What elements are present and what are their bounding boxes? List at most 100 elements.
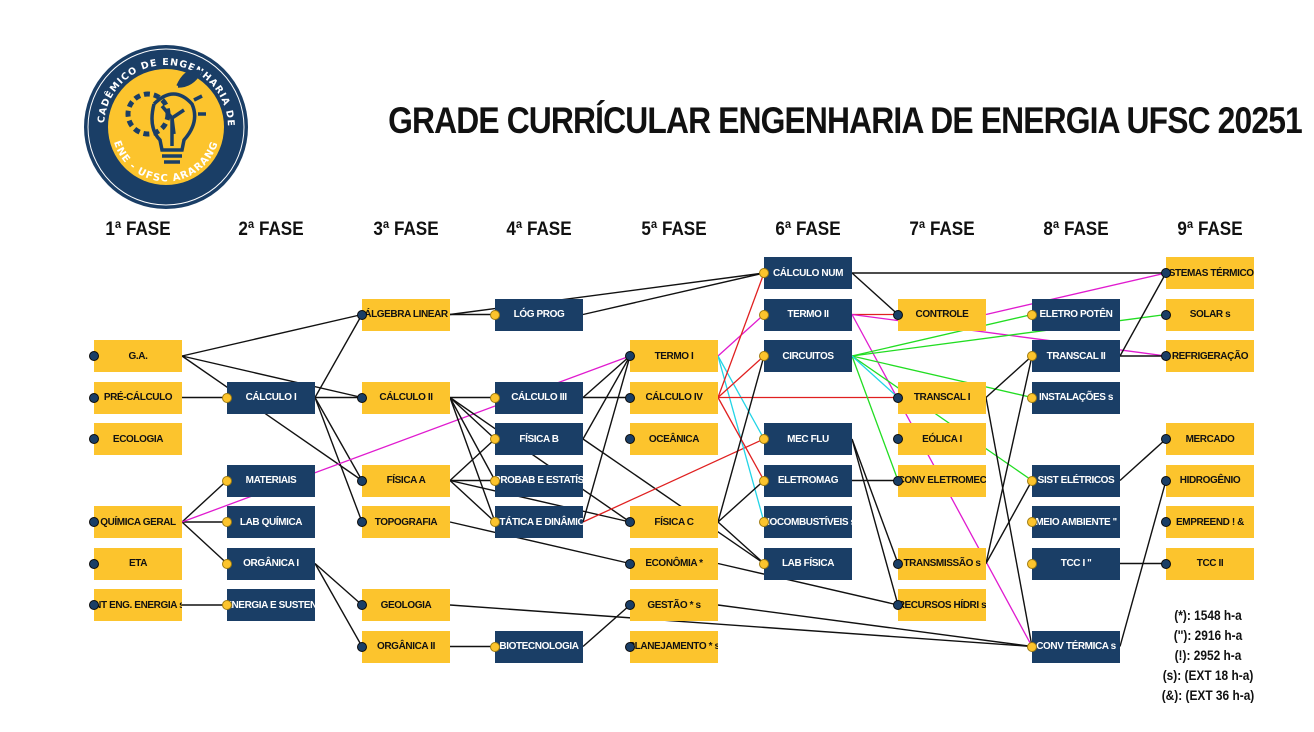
course-connector-dot: [1027, 351, 1037, 361]
course-probab[interactable]: PROBAB E ESTATÍS: [495, 464, 583, 497]
course-connector-dot: [1161, 268, 1171, 278]
edge-transmissao-transcal2: [985, 355, 1033, 564]
phase-header-2: 2ª FASE: [238, 219, 304, 240]
course-fisicaA[interactable]: FÍSICA A: [362, 464, 450, 497]
course-calc3[interactable]: CÁLCULO III: [495, 381, 583, 414]
course-connector-dot: [759, 475, 769, 486]
course-solar[interactable]: SOLAR s: [1166, 298, 1254, 331]
legend-item: (!): 2952 h-a: [1174, 647, 1242, 663]
course-connector-dot: [759, 517, 769, 527]
course-connector-dot: [1161, 475, 1171, 486]
course-transcal1[interactable]: TRANSCAL I: [898, 381, 986, 414]
course-biotec[interactable]: BIOTECNOLOGIA: [495, 630, 583, 663]
course-meioamb[interactable]: MEIO AMBIENTE '': [1032, 506, 1120, 538]
course-connector-dot: [1161, 309, 1171, 320]
course-termo1[interactable]: TERMO I: [630, 340, 718, 372]
course-termo2[interactable]: TERMO II: [764, 298, 852, 331]
course-precalc[interactable]: PRÉ-CÁLCULO: [94, 381, 182, 414]
course-topografia[interactable]: TOPOGRAFIA: [362, 506, 450, 538]
course-connector-dot: [1027, 309, 1037, 320]
course-ecologia[interactable]: ECOLOGIA: [94, 423, 182, 455]
course-circuitos[interactable]: CIRCUITOS: [764, 340, 852, 372]
legend-item: (s): (EXT 18 h-a): [1162, 667, 1254, 683]
course-biocomb[interactable]: BIOCOMBUSTÍVEIS s: [764, 506, 852, 538]
course-energia[interactable]: ENERGIA E SUSTEN: [227, 589, 315, 621]
course-mecflu[interactable]: MEC FLU: [764, 423, 852, 455]
course-planej[interactable]: PLANEJAMENTO * s: [630, 630, 718, 663]
course-transcal2[interactable]: TRANSCAL II: [1032, 340, 1120, 372]
edge-organica1-geologia: [314, 562, 363, 606]
legend-item: (*): 1548 h-a: [1174, 607, 1242, 623]
course-logprog[interactable]: LÓG PROG: [495, 298, 583, 331]
course-oceanica[interactable]: OCEÂNICA: [630, 423, 718, 455]
course-materiais[interactable]: MATERIAIS: [227, 464, 315, 497]
course-controle[interactable]: CONTROLE: [898, 298, 986, 331]
course-eolica[interactable]: EÓLICA I: [898, 423, 986, 455]
course-economia[interactable]: ECONÔMIA *: [630, 547, 718, 580]
course-tcc1[interactable]: TCC I '': [1032, 547, 1120, 580]
course-connector-dot: [1027, 558, 1037, 569]
course-recursos[interactable]: RECURSOS HÍDRI s: [898, 589, 986, 621]
course-gestao[interactable]: GESTÃO * s: [630, 589, 718, 621]
course-connector-dot: [89, 434, 99, 444]
edge-fisicaA-fisicaC: [449, 479, 631, 523]
phase-header-3: 3ª FASE: [373, 219, 439, 240]
course-eletropot[interactable]: ELETRO POTÊN: [1032, 298, 1120, 331]
course-convterm[interactable]: CONV TÉRMICA s: [1032, 630, 1120, 663]
course-mercado[interactable]: MERCADO: [1166, 423, 1254, 455]
edge-biotec-gestao: [582, 604, 631, 648]
course-calcnum[interactable]: CÁLCULO NUM: [764, 257, 852, 289]
course-ga[interactable]: G.A.: [94, 340, 182, 372]
course-connector-dot: [893, 475, 903, 486]
course-connector-dot: [1027, 641, 1037, 652]
course-transmissao[interactable]: TRANSMISSÃO s: [898, 547, 986, 580]
phase-header-4: 4ª FASE: [506, 219, 572, 240]
course-connector-dot: [893, 558, 903, 569]
course-empreend[interactable]: EMPREEND ! &: [1166, 506, 1254, 538]
course-algebra[interactable]: ÁLGEBRA LINEAR: [362, 298, 450, 331]
course-connector-dot: [625, 434, 635, 444]
course-eta[interactable]: ETA: [94, 547, 182, 580]
course-connector-dot: [1161, 517, 1171, 527]
course-connector-dot: [1161, 434, 1171, 444]
course-connector-dot: [759, 268, 769, 278]
course-conveletro[interactable]: CONV ELETROMEC: [898, 464, 986, 497]
course-hidrogenio[interactable]: HIDROGÊNIO: [1166, 464, 1254, 497]
course-calc1[interactable]: CÁLCULO I: [227, 381, 315, 414]
course-connector-dot: [357, 600, 367, 610]
course-connector-dot: [222, 517, 232, 527]
edge-geologia-convterm: [449, 604, 1033, 648]
course-calc2[interactable]: CÁLCULO II: [362, 381, 450, 414]
course-qgeral[interactable]: QUÍMICA GERAL: [94, 506, 182, 538]
course-calc4[interactable]: CÁLCULO IV: [630, 381, 718, 414]
course-refrig[interactable]: REFRIGERAÇÃO: [1166, 340, 1254, 372]
course-connector-dot: [1027, 517, 1037, 527]
course-fisicaC[interactable]: FÍSICA C: [630, 506, 718, 538]
course-connector-dot: [1161, 558, 1171, 569]
course-inteng[interactable]: INT ENG. ENERGIA s: [94, 589, 182, 621]
course-fisicaB[interactable]: FÍSICA B: [495, 423, 583, 455]
edge-ga-fisicaA: [181, 355, 363, 482]
edge-calc1-topografia: [314, 397, 363, 523]
course-instalacoes[interactable]: INSTALAÇÕES s: [1032, 381, 1120, 414]
course-tcc2[interactable]: TCC II: [1166, 547, 1254, 580]
course-labfisica[interactable]: LAB FÍSICA: [764, 547, 852, 580]
edge-circuitos-conveletro: [851, 355, 899, 481]
legend-item: (''): 2916 h-a: [1173, 627, 1243, 643]
edge-sisteletr-mercado: [1119, 438, 1167, 482]
course-sisteletr[interactable]: SIST ELÉTRICOS: [1032, 464, 1120, 497]
course-connector-dot: [759, 558, 769, 569]
course-organica2[interactable]: ORGÂNICA II: [362, 630, 450, 663]
course-labquim[interactable]: LAB QUÍMICA: [227, 506, 315, 538]
course-connector-dot: [357, 475, 367, 486]
course-estatica[interactable]: ESTÁTICA E DINÂMICA: [495, 506, 583, 538]
edge-qgeral-materiais: [181, 479, 228, 523]
course-organica1[interactable]: ORGÂNICA I: [227, 547, 315, 580]
course-geologia[interactable]: GEOLOGIA: [362, 589, 450, 621]
edge-ga-calc2: [181, 355, 363, 399]
course-eletromag[interactable]: ELETROMAG: [764, 464, 852, 497]
course-connector-dot: [89, 392, 99, 403]
course-connector-dot: [759, 351, 769, 361]
